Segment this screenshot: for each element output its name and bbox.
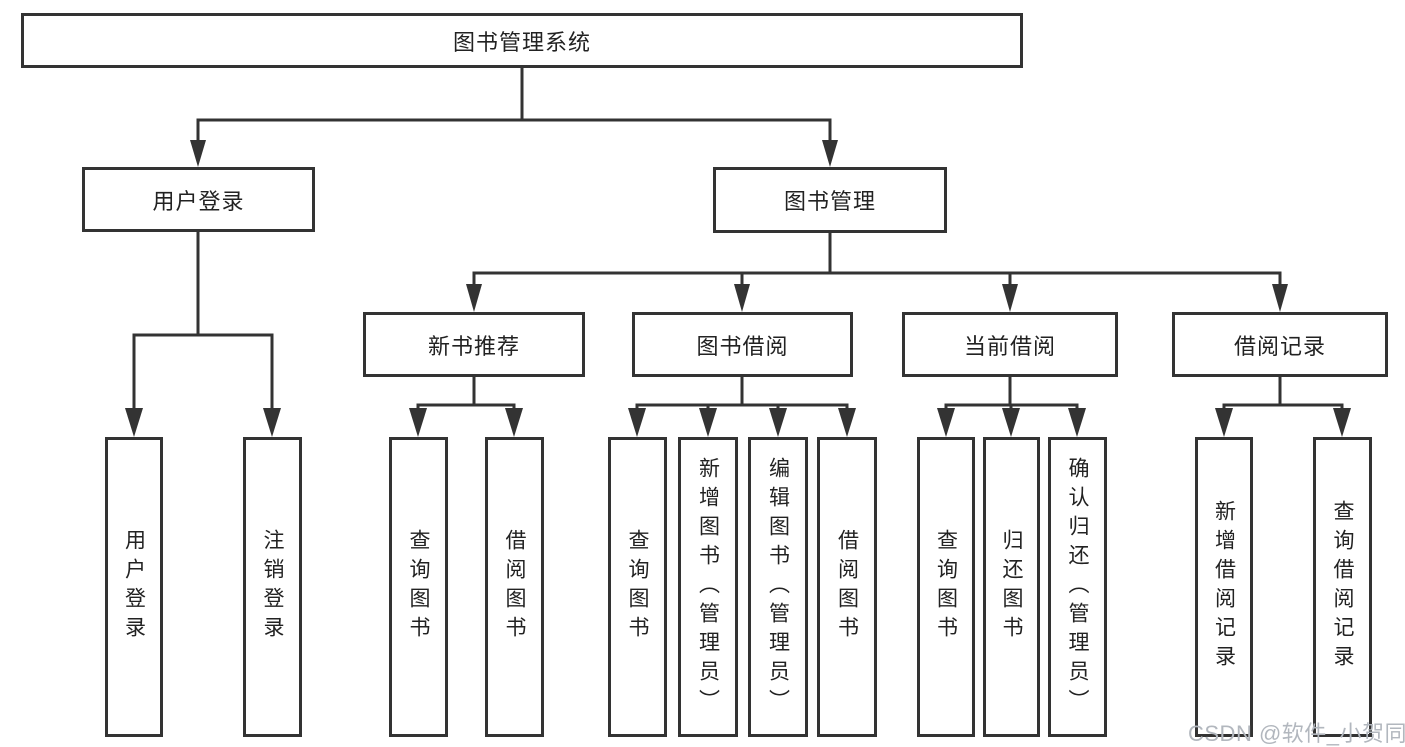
arrow-down-icon xyxy=(1002,408,1020,437)
node-borrow-records: 借阅记录 xyxy=(1172,312,1388,377)
connector-book-management-children xyxy=(466,231,1288,312)
arrow-down-icon xyxy=(263,408,281,437)
leaf-label: 归还图书 xyxy=(1000,529,1023,645)
arrow-down-icon xyxy=(1272,284,1288,312)
leaf-label: 用户登录 xyxy=(122,529,146,645)
leaf-label: 注销登录 xyxy=(261,529,284,645)
leaf-label: 确认归还（管理员） xyxy=(1066,456,1089,718)
leaf-label: 查询图书 xyxy=(407,529,430,645)
leaf-label: 编辑图书（管理员） xyxy=(766,456,790,718)
leaf-records-query-record: 查询借阅记录 xyxy=(1313,437,1372,737)
arrow-down-icon xyxy=(1215,408,1233,437)
arrow-down-icon xyxy=(409,408,427,437)
arrow-down-icon xyxy=(937,408,955,437)
connector-book-borrow-children xyxy=(628,375,856,437)
csdn-watermark: CSDN @软件_小贺同学 xyxy=(1188,721,1405,746)
leaf-label: 查询借阅记录 xyxy=(1331,500,1354,674)
arrow-down-icon xyxy=(466,284,482,312)
node-current-borrow: 当前借阅 xyxy=(902,312,1118,377)
leaf-current-return-books: 归还图书 xyxy=(983,437,1040,737)
arrow-down-icon xyxy=(822,140,838,167)
leaf-current-confirm-return-admin: 确认归还（管理员） xyxy=(1048,437,1107,737)
leaf-newbook-borrow-books: 借阅图书 xyxy=(485,437,544,737)
arrow-down-icon xyxy=(838,408,856,437)
leaf-label: 新增图书（管理员） xyxy=(696,456,720,718)
leaf-current-query-books: 查询图书 xyxy=(917,437,975,737)
node-book-borrow: 图书借阅 xyxy=(632,312,853,377)
leaf-newbook-query-books: 查询图书 xyxy=(389,437,448,737)
node-library-system: 图书管理系统 xyxy=(21,13,1023,68)
leaf-label: 查询图书 xyxy=(934,529,958,645)
leaf-borrow-edit-books-admin: 编辑图书（管理员） xyxy=(748,437,808,737)
arrow-down-icon xyxy=(734,284,750,312)
arrow-down-icon xyxy=(125,408,143,437)
arrow-down-icon xyxy=(1002,284,1018,312)
arrow-down-icon xyxy=(505,408,523,437)
connector-root-to-level2 xyxy=(190,66,838,167)
arrow-down-icon xyxy=(1068,408,1086,437)
leaf-records-add-record: 新增借阅记录 xyxy=(1195,437,1253,737)
leaf-label: 借阅图书 xyxy=(503,529,526,645)
leaf-label: 查询图书 xyxy=(626,529,649,645)
leaf-user-login: 用户登录 xyxy=(105,437,163,737)
node-new-book-recommend: 新书推荐 xyxy=(363,312,585,377)
arrow-down-icon xyxy=(699,408,717,437)
connector-current-borrow-children xyxy=(937,375,1086,437)
connector-new-book-children xyxy=(409,375,523,437)
leaf-label: 借阅图书 xyxy=(835,529,859,645)
node-user-login: 用户登录 xyxy=(82,167,315,232)
leaf-borrow-query-books: 查询图书 xyxy=(608,437,667,737)
leaf-logout: 注销登录 xyxy=(243,437,302,737)
arrow-down-icon xyxy=(769,408,787,437)
leaf-borrow-add-books-admin: 新增图书（管理员） xyxy=(678,437,738,737)
arrow-down-icon xyxy=(628,408,646,437)
arrow-down-icon xyxy=(1333,408,1351,437)
leaf-borrow-borrow-books: 借阅图书 xyxy=(817,437,877,737)
connector-borrow-records-children xyxy=(1215,375,1351,437)
node-book-management: 图书管理 xyxy=(713,167,947,233)
leaf-label: 新增借阅记录 xyxy=(1212,500,1236,674)
connector-user-login-children xyxy=(125,230,281,437)
arrow-down-icon xyxy=(190,140,206,167)
